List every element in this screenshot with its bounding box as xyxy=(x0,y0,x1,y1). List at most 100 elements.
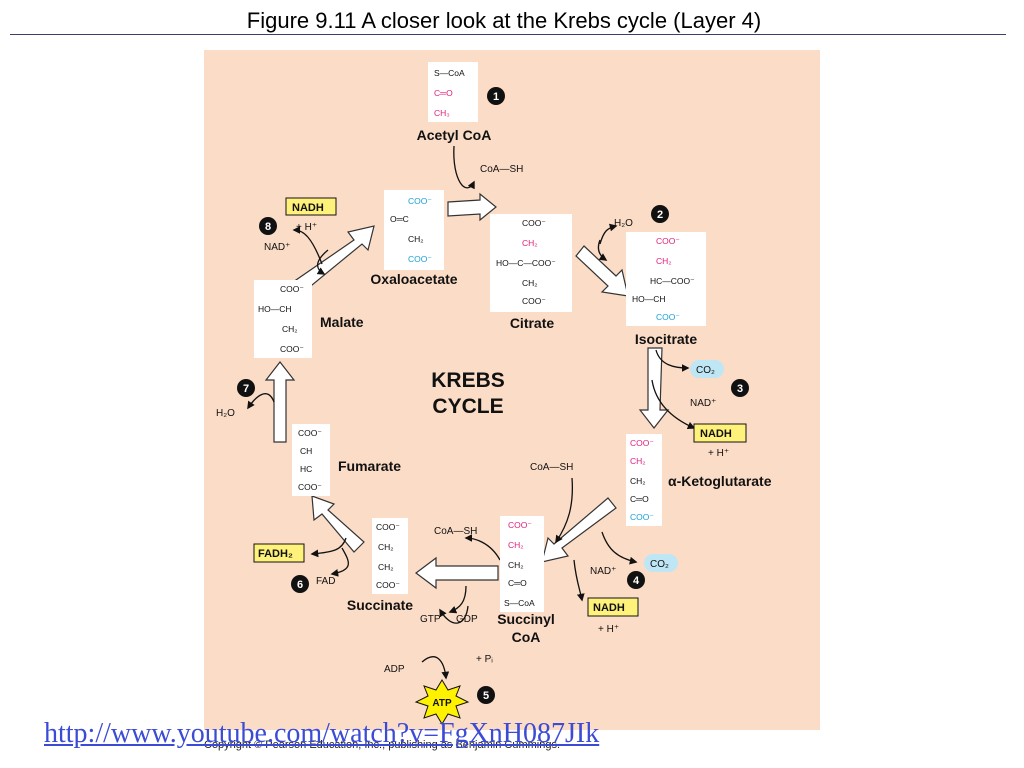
step-number: 1 xyxy=(493,91,499,103)
structure-line: COO⁻ xyxy=(630,438,654,448)
molecule-citrate: COO⁻ CH₂ HO—C—COO⁻ CH₂ COO⁻ Citrate xyxy=(490,214,572,331)
structure-line: COO⁻ xyxy=(522,296,546,306)
molecule-oxaloacetate: COO⁻ O═C CH₂ COO⁻ Oxaloacetate xyxy=(370,190,458,287)
pi-label: + Pᵢ xyxy=(476,654,493,665)
fad-label: FAD xyxy=(316,576,335,587)
structure-line: CH xyxy=(300,446,312,456)
gdp-label: GDP xyxy=(456,614,478,625)
adp-label: ADP xyxy=(384,664,405,675)
structure-box xyxy=(384,190,444,270)
molecule-label: Citrate xyxy=(510,315,555,331)
molecule-label: Oxaloacetate xyxy=(370,271,457,287)
structure-line: HO—CH xyxy=(258,304,292,314)
step-numbers: 1 2 3 4 5 6 7 8 xyxy=(237,87,749,704)
arrow-malate-to-oxaloacetate xyxy=(295,225,375,291)
structure-line: CH₂ xyxy=(630,456,646,466)
structure-line: S—CoA xyxy=(504,598,535,608)
nad-label: NAD⁺ xyxy=(264,242,290,253)
molecule-label: Succinate xyxy=(347,597,413,613)
structure-line: CH₂ xyxy=(656,256,672,266)
side-labels: CoA—SH H₂O CO₂ NAD⁺ NADH + H⁺ CoA—SH CO₂… xyxy=(216,164,747,725)
molecule-isocitrate: COO⁻ CH₂ HC—COO⁻ HO—CH COO⁻ Isocitrate xyxy=(626,232,706,347)
step-badge xyxy=(259,217,277,235)
structure-line: COO⁻ xyxy=(508,520,532,530)
arrow-ketoglutarate-to-succinylcoa xyxy=(541,497,617,563)
structure-box xyxy=(254,280,312,358)
structure-box xyxy=(490,214,572,312)
molecule-label: Acetyl CoA xyxy=(417,127,492,143)
structure-box xyxy=(500,516,544,612)
fadh2-box xyxy=(253,543,305,563)
co2-label: CO₂ xyxy=(650,559,669,570)
molecule-label: Succinyl xyxy=(497,611,555,627)
molecule-label: Isocitrate xyxy=(635,331,697,347)
nadh-label: NADH xyxy=(292,202,324,214)
structure-line: CH₂ xyxy=(378,562,394,572)
step-number: 3 xyxy=(737,383,743,395)
step-number: 8 xyxy=(265,221,271,233)
structure-line: COO⁻ xyxy=(656,312,680,322)
structure-line: O═C xyxy=(390,214,409,224)
step-number: 5 xyxy=(483,690,489,702)
structure-line: CH₂ xyxy=(522,238,538,248)
structure-line: HC xyxy=(300,464,312,474)
atp-label: ATP xyxy=(432,698,452,709)
arrow-fumarate-to-malate xyxy=(264,361,296,443)
structure-line: CH₂ xyxy=(522,278,538,288)
cycle-title-line2: CYCLE xyxy=(432,395,503,418)
video-link[interactable]: http://www.youtube.com/watch?v=FgXnH087J… xyxy=(44,718,600,749)
co2-bubble xyxy=(644,554,678,572)
structure-line: C═O xyxy=(508,578,527,588)
structure-line: CH₂ xyxy=(408,234,424,244)
nadh-box xyxy=(693,423,747,443)
molecule-malate: COO⁻ HO—CH CH₂ COO⁻ Malate xyxy=(254,280,364,358)
nadh-box xyxy=(285,197,337,216)
structure-line: HC—COO⁻ xyxy=(650,276,695,286)
molecule-label: CoA xyxy=(512,629,541,645)
structure-line: HO—C—COO⁻ xyxy=(496,258,556,268)
step-badge xyxy=(237,379,255,397)
molecule-ketoglutarate: COO⁻ CH₂ CH₂ C═O COO⁻ α-Ketoglutarate xyxy=(626,434,772,526)
water-label: H₂O xyxy=(216,408,235,419)
coa-sh-label: CoA—SH xyxy=(434,526,477,537)
molecule-acetyl-coa: S—CoA C═O CH₃ Acetyl CoA xyxy=(417,62,492,143)
copyright-notice: Copyright © Pearson Education, Inc., pub… xyxy=(204,739,561,751)
structure-line: C═O xyxy=(434,88,453,98)
structure-line: COO⁻ xyxy=(408,196,432,206)
molecule-succinate: COO⁻ CH₂ CH₂ COO⁻ Succinate xyxy=(347,518,413,613)
structure-line: COO⁻ xyxy=(376,522,400,532)
step-number: 6 xyxy=(297,579,303,591)
co2-label: CO₂ xyxy=(696,365,715,376)
nad-label: NAD⁺ xyxy=(590,566,616,577)
arrow-succinate-to-fumarate xyxy=(311,495,365,553)
step-badge xyxy=(651,205,669,223)
structure-box xyxy=(626,232,706,326)
coa-sh-label: CoA—SH xyxy=(480,164,523,175)
structure-line: COO⁻ xyxy=(280,284,304,294)
step-badge xyxy=(487,87,505,105)
structure-line: COO⁻ xyxy=(376,580,400,590)
molecule-label: Malate xyxy=(320,314,364,330)
fadh2-label: FADH₂ xyxy=(258,548,293,560)
structure-line: S—CoA xyxy=(434,68,465,78)
co2-bubble xyxy=(690,360,724,378)
structure-line: CH₃ xyxy=(434,108,450,118)
structure-box xyxy=(626,434,662,526)
arrow-oxaloacetate-to-citrate xyxy=(447,192,497,222)
step-badge xyxy=(477,686,495,704)
krebs-cycle-svg: S—CoA C═O CH₃ Acetyl CoA COO⁻ O═C CH₂ CO… xyxy=(216,62,772,725)
water-label: H₂O xyxy=(614,218,633,229)
step-number: 4 xyxy=(633,575,640,587)
atp-burst xyxy=(414,679,470,725)
nadh-label: NADH xyxy=(593,602,625,614)
structure-box xyxy=(428,62,478,122)
structure-box xyxy=(372,518,408,594)
molecule-fumarate: COO⁻ CH HC COO⁻ Fumarate xyxy=(292,424,401,496)
structure-line: COO⁻ xyxy=(280,344,304,354)
nadh-box xyxy=(587,597,639,617)
structure-line: CH₂ xyxy=(508,540,524,550)
structure-line: COO⁻ xyxy=(298,428,322,438)
structure-line: COO⁻ xyxy=(656,236,680,246)
slide-title: Figure 9.11 A closer look at the Krebs c… xyxy=(246,8,762,33)
gtp-label: GTP xyxy=(420,614,441,625)
